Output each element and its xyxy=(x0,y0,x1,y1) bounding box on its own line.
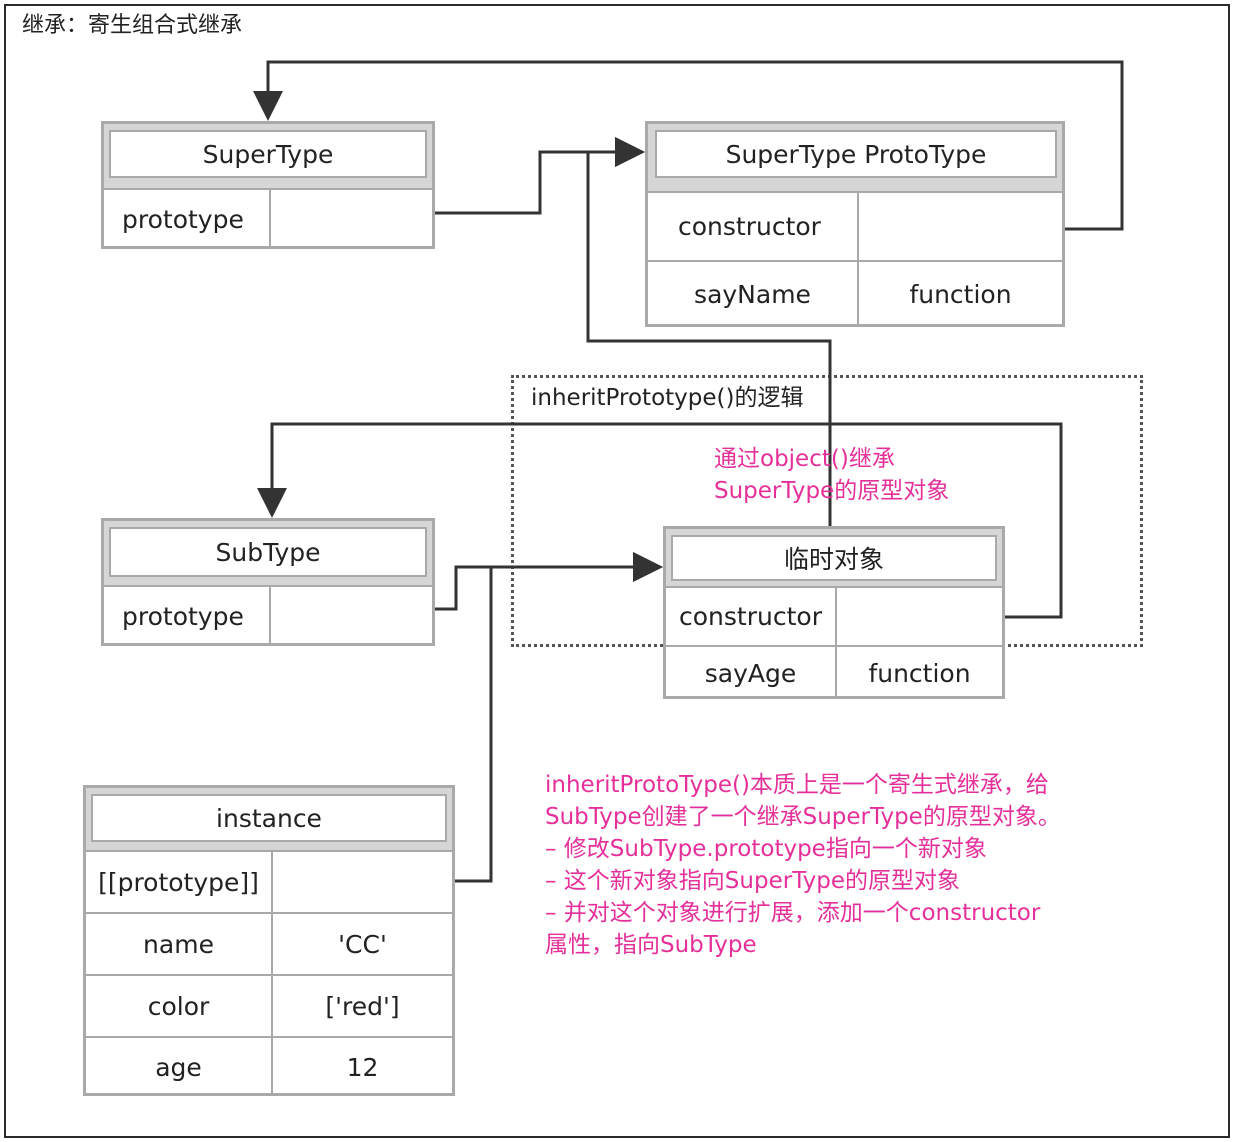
instance-name-value: 'CC' xyxy=(338,929,387,959)
instance-age-label: age xyxy=(155,1052,202,1082)
supertype-prototype-arrow xyxy=(435,137,645,215)
supertype-header: SuperType xyxy=(109,130,427,178)
instance-color-label: color xyxy=(147,991,210,1021)
explanation-line: 属性，指向SubType xyxy=(545,932,757,958)
supertype-prototype-label: prototype xyxy=(122,205,244,234)
instance-age-value: 12 xyxy=(346,1052,379,1082)
temp-object-sayage-label: sayAge xyxy=(704,658,797,688)
temp-object-constructor-label: constructor xyxy=(679,602,822,631)
inherit-prototype-group-label: inheritPrototype()的逻辑 xyxy=(531,385,804,411)
supertype-prototype-box: SuperType ProtoType constructor sayName … xyxy=(645,121,1065,327)
object-inherit-note: 通过object()继承 SuperType的原型对象 xyxy=(714,443,949,507)
object-inherit-note-line: SuperType的原型对象 xyxy=(714,478,950,504)
temp-object-sayage-value: function xyxy=(868,658,971,688)
instance-prototype-arrow xyxy=(455,552,663,883)
object-inherit-note-line: 通过object()继承 xyxy=(714,446,895,472)
instance-prototype-label: [[prototype]] xyxy=(98,867,259,897)
diagram-frame xyxy=(4,4,1230,1138)
explanation-line: – 修改SubType.prototype指向一个新对象 xyxy=(545,836,987,862)
subtype-prototype-label: prototype xyxy=(122,602,244,631)
explanation-line: SubType创建了一个继承SuperType的原型对象。 xyxy=(545,804,1061,830)
supertype-box: SuperType prototype xyxy=(101,121,435,249)
inherit-prototype-explanation: inheritProtoType()本质上是一个寄生式继承，给 SubType创… xyxy=(545,769,1061,961)
diagram-title: 继承：寄生组合式继承 xyxy=(22,13,243,38)
temp-object-to-prototype-arrow xyxy=(586,137,832,526)
subtype-box: SubType prototype xyxy=(101,518,435,646)
instance-name-label: name xyxy=(143,929,214,959)
instance-box: instance [[prototype]] name 'CC' color [… xyxy=(83,785,455,1096)
instance-color-value: ['red'] xyxy=(325,991,400,1021)
temp-constructor-to-subtype-arrow xyxy=(257,422,1063,619)
supertype-prototype-sayname-value: function xyxy=(909,280,1012,309)
supertype-prototype-header: SuperType ProtoType xyxy=(655,130,1057,178)
explanation-line: – 这个新对象指向SuperType的原型对象 xyxy=(545,868,961,894)
subtype-header: SubType xyxy=(109,527,427,577)
supertype-prototype-sayname-label: sayName xyxy=(694,280,811,309)
prototype-constructor-arrow xyxy=(253,60,1124,231)
supertype-prototype-constructor-label: constructor xyxy=(678,212,821,241)
temp-object-header: 临时对象 xyxy=(671,535,997,581)
temp-object-box: 临时对象 constructor sayAge function xyxy=(663,526,1005,699)
subtype-prototype-arrow xyxy=(435,552,663,611)
explanation-line: inheritProtoType()本质上是一个寄生式继承，给 xyxy=(545,772,1049,798)
instance-header: instance xyxy=(91,794,447,842)
explanation-line: – 并对这个对象进行扩展，添加一个constructor xyxy=(545,900,1041,926)
